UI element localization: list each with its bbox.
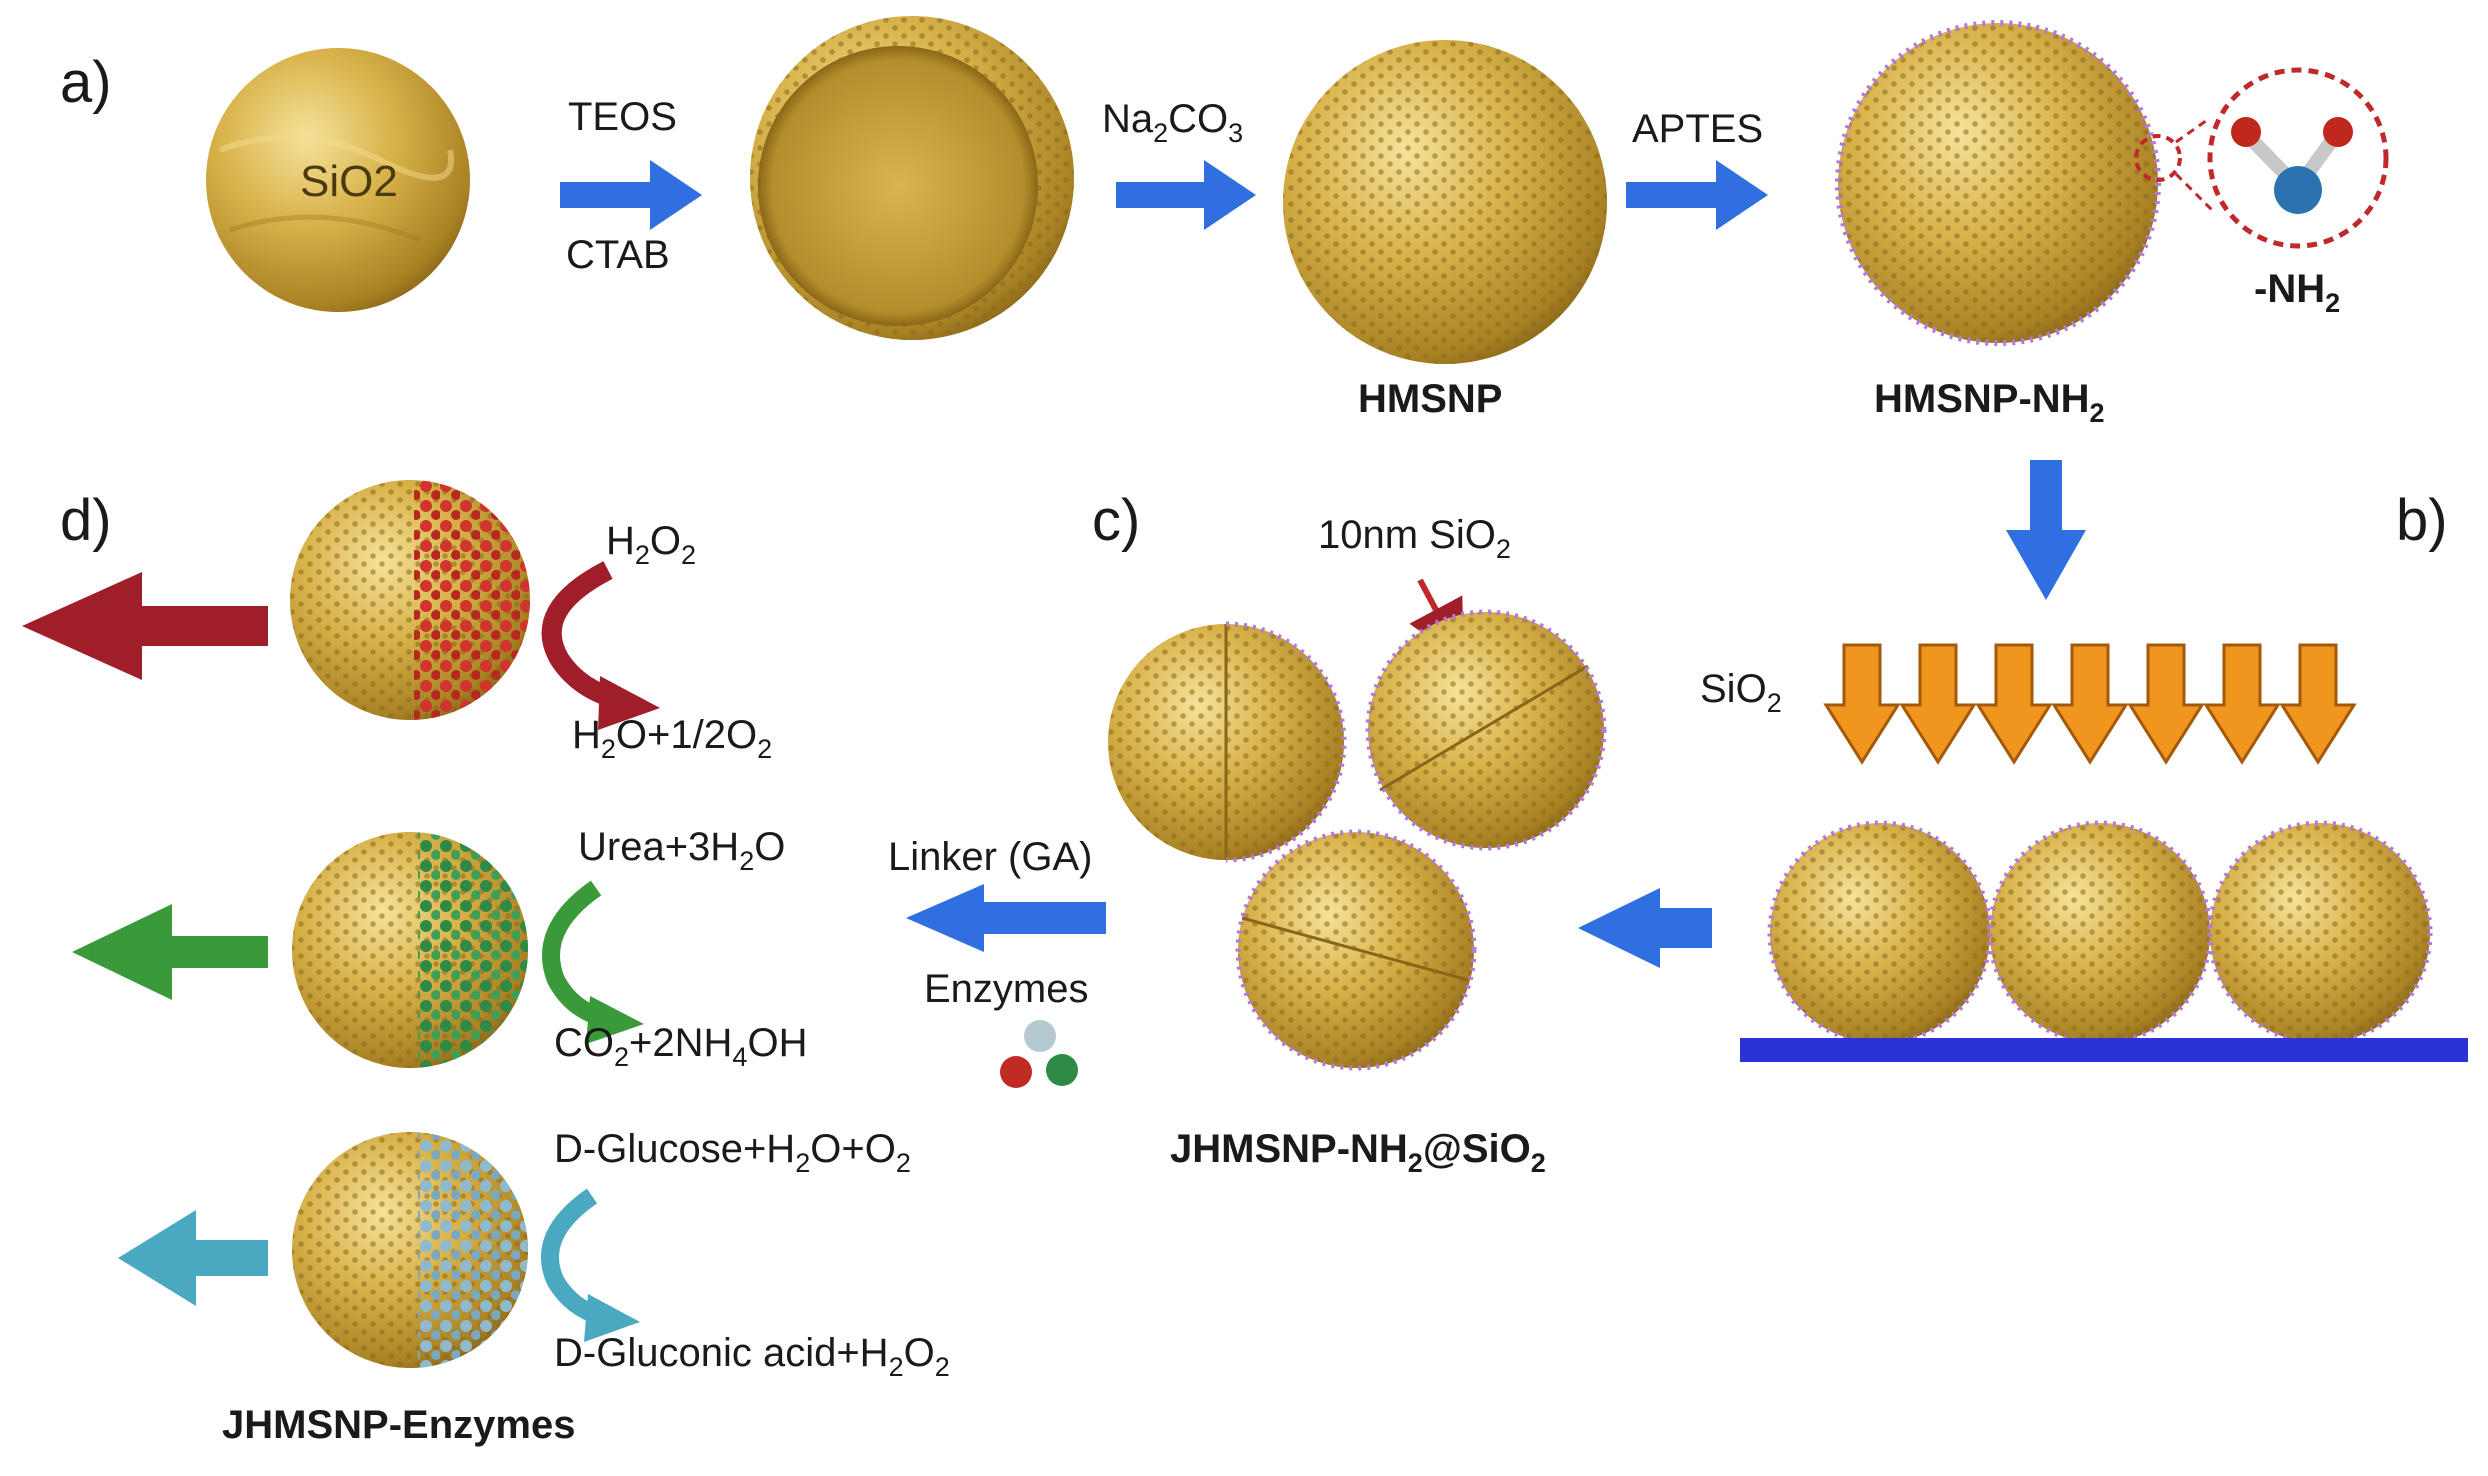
hmsnp-nh2-label: HMSNP-NH2 <box>1874 377 2105 428</box>
reaction-curve-red <box>541 561 623 710</box>
deposition-arrow-2 <box>1899 643 1977 765</box>
deposition-arrow-5 <box>2127 643 2205 765</box>
amine-group-label: -NH2 <box>2254 267 2340 318</box>
reaction-arrowhead-green <box>586 996 644 1044</box>
teos-label: TEOS <box>568 95 677 139</box>
deposition-arrow-4 <box>2051 643 2129 765</box>
reaction-curve-green <box>542 880 607 1027</box>
reaction-curve-blue <box>540 1188 603 1325</box>
jhmsnp-enzymes-label: JHMSNP-Enzymes <box>222 1403 575 1447</box>
process-arrow-3 <box>1626 160 1768 230</box>
reaction-1-substrate: H2O2 <box>606 519 696 570</box>
hmsnp-sphere <box>1283 40 1607 364</box>
reaction-3-product: D-Gluconic acid+H2O2 <box>554 1331 950 1382</box>
deposition-arrow-1 <box>1823 643 1901 765</box>
process-arrow-2 <box>1116 160 1256 230</box>
core-shell-sphere <box>750 16 1074 340</box>
aptes-label: APTES <box>1632 107 1763 151</box>
ten-nm-sio2-label: 10nm SiO2 <box>1318 513 1511 564</box>
jhmsnp-nh2-sio2-label: JHMSNP-NH2@SiO2 <box>1170 1127 1546 1178</box>
reaction-3-substrate: D-Glucose+H2O+O2 <box>554 1127 911 1178</box>
panel-label-a: a) <box>60 50 112 115</box>
particles-on-substrate <box>1767 820 2433 1046</box>
janus-particle-3 <box>1235 829 1477 1071</box>
janus-enzyme-particle-green <box>292 832 528 1068</box>
janus-particle-2 <box>1365 609 1607 851</box>
deposition-arrow-7 <box>2279 643 2357 765</box>
sio2-core-label: SiO2 <box>300 157 398 206</box>
amine-molecule-icon <box>2231 117 2353 214</box>
linker-label: Linker (GA) <box>888 835 1093 879</box>
sio2-core-sphere <box>206 48 470 312</box>
hmsnp-nh2-sphere <box>1835 20 2161 346</box>
deposition-arrows <box>1823 643 2357 765</box>
reaction-2-substrate: Urea+3H2O <box>578 825 785 876</box>
process-arrow-down <box>2006 460 2086 600</box>
deposition-arrow-6 <box>2203 643 2281 765</box>
reaction-arrowhead-blue <box>584 1294 640 1342</box>
process-arrow-c-to-d <box>906 884 1106 952</box>
motion-arrow-green <box>72 904 268 1000</box>
janus-enzyme-particle-red <box>290 480 530 720</box>
na2co3-label: Na2CO3 <box>1102 97 1243 148</box>
deposition-arrow-3 <box>1975 643 2053 765</box>
panel-label-b: b) <box>2396 488 2448 553</box>
panel-label-d: d) <box>60 488 112 553</box>
janus-enzyme-particle-blue <box>292 1132 528 1368</box>
process-arrow-b-to-c <box>1578 888 1712 968</box>
panel-label-c: c) <box>1092 488 1140 553</box>
reaction-arrowhead-red <box>598 676 660 730</box>
janus-particle-1 <box>1108 621 1347 863</box>
sio2-deposition-label: SiO2 <box>1700 667 1782 718</box>
substrate-bar <box>1740 1038 2468 1062</box>
process-arrow-1 <box>560 160 702 230</box>
hmsnp-label: HMSNP <box>1358 377 1502 421</box>
reaction-2-product: CO2+2NH4OH <box>554 1021 807 1072</box>
motion-arrow-blue <box>118 1210 268 1306</box>
enzyme-icons <box>1000 1020 1078 1088</box>
ctab-label: CTAB <box>566 233 670 277</box>
motion-arrow-red <box>22 572 268 680</box>
enzymes-label: Enzymes <box>924 967 1089 1011</box>
amine-zoom-callout <box>2134 67 2389 249</box>
